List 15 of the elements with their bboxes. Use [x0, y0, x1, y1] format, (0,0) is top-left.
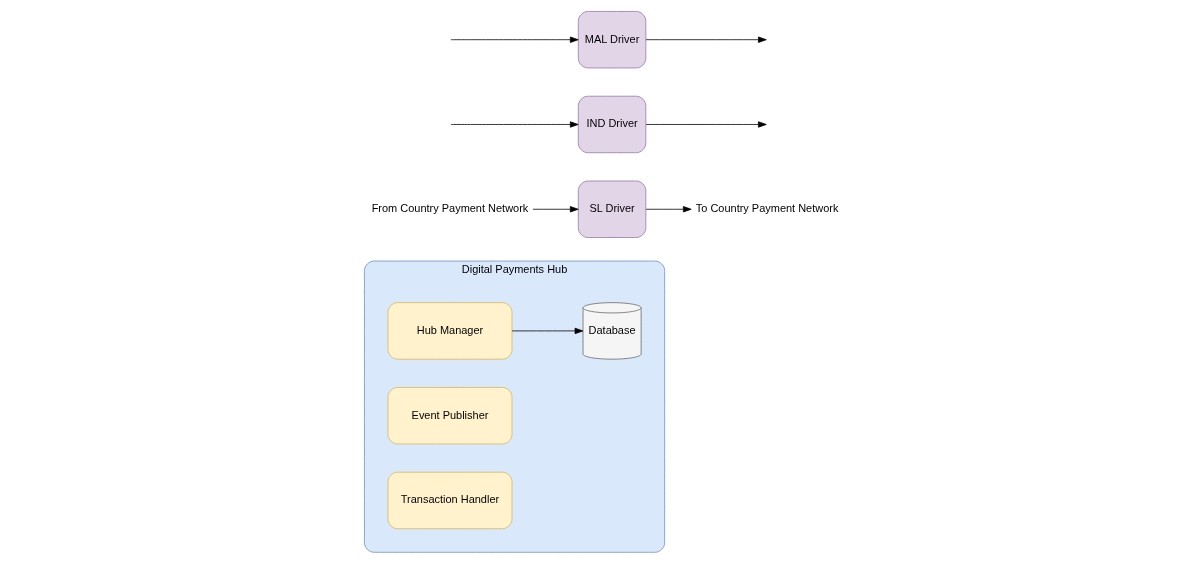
node-box: IND Driver — [577, 95, 646, 154]
node-box: Event Publisher — [387, 387, 512, 445]
arrow — [645, 121, 767, 128]
node-box: Transaction Handler — [387, 471, 512, 530]
node-box: Hub Manager — [387, 302, 512, 360]
node-text: From Country Payment Network — [371, 202, 528, 215]
arrow — [450, 121, 579, 128]
node-text: To Country Payment Network — [695, 202, 838, 215]
arrow — [532, 206, 579, 213]
arrow — [645, 206, 692, 213]
node-box: SL Driver — [577, 180, 646, 238]
arrow — [645, 36, 767, 43]
arrow — [511, 327, 583, 335]
node-box: MAL Driver — [577, 11, 646, 69]
arrow — [450, 36, 579, 43]
